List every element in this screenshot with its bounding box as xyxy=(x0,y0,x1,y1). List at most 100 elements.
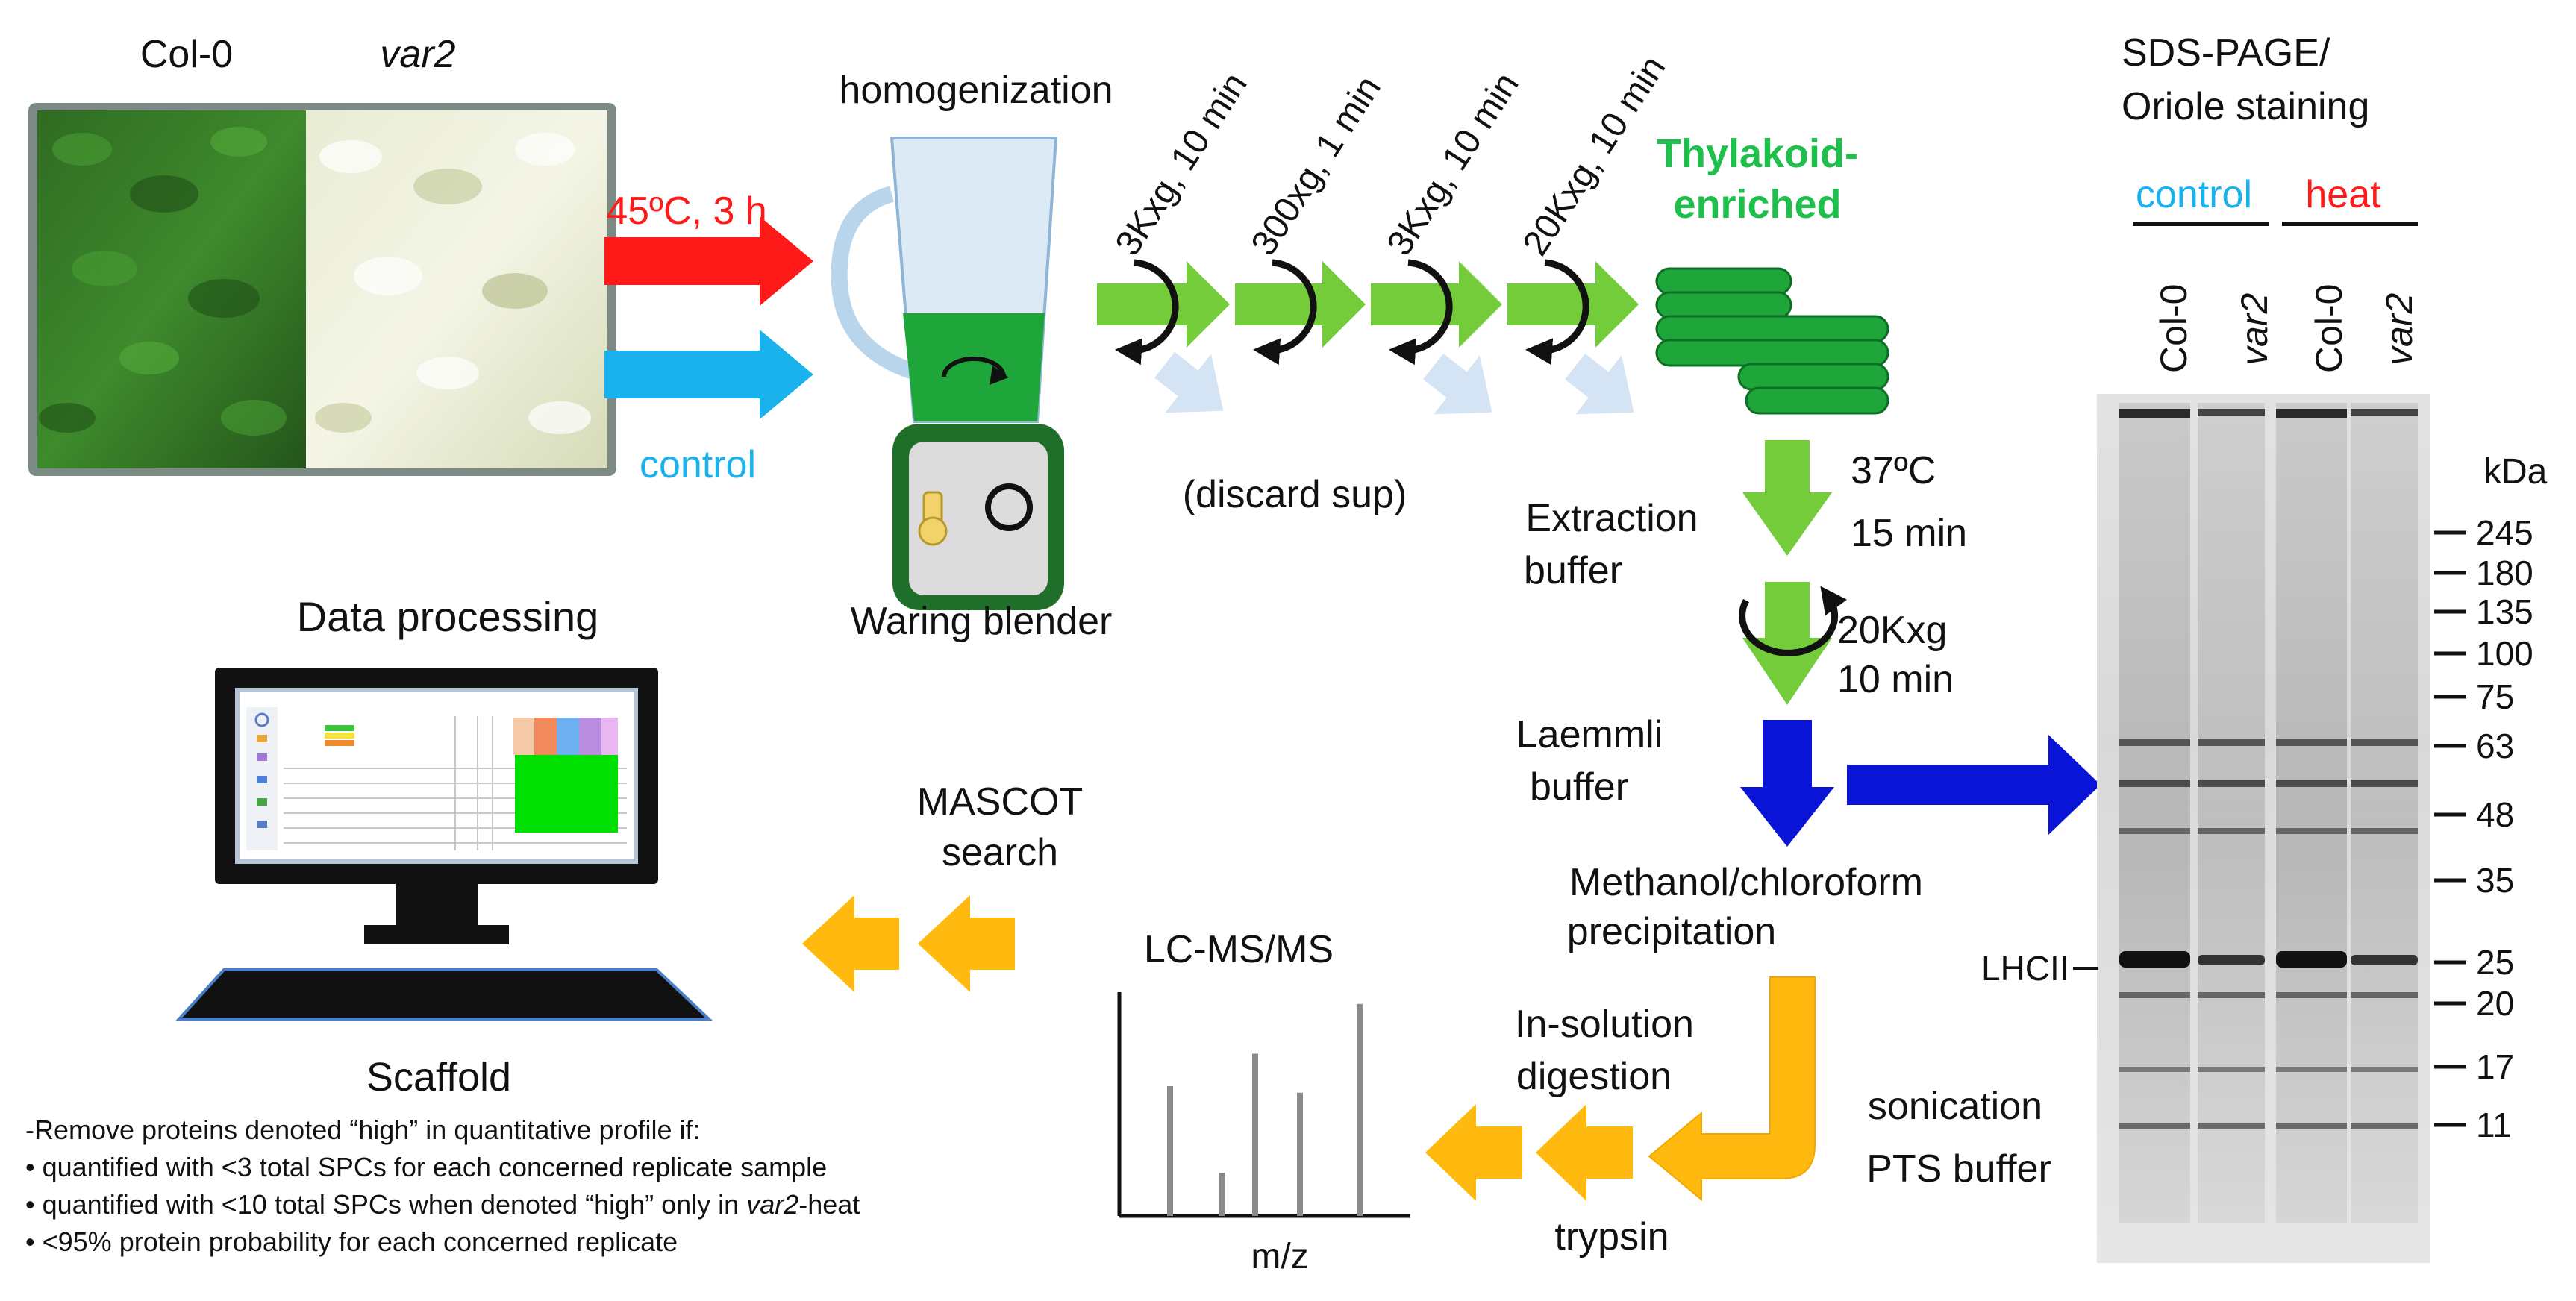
gel-group-heat: heat xyxy=(2305,173,2381,216)
marker-label-20: 20 xyxy=(2476,984,2514,1023)
mascot-arrow-2 xyxy=(802,895,899,992)
gel-lane-3 xyxy=(2276,403,2347,1223)
gel-bands xyxy=(2119,409,2418,1129)
spin-icon-2 xyxy=(1253,259,1317,366)
gel-title-line2: Oriole staining xyxy=(2122,85,2369,128)
var2-leaf-texture xyxy=(315,133,591,434)
spin-icon-5 xyxy=(1739,586,1848,656)
screen-heatmap xyxy=(515,755,618,833)
marker-label-48: 48 xyxy=(2476,795,2514,834)
lcms-peaks xyxy=(1167,1003,1363,1216)
gel-lane-4 xyxy=(2351,403,2418,1223)
spin-arrow-5 xyxy=(1742,582,1832,705)
digestion-line1: In-solution xyxy=(1515,1003,1694,1046)
col0-leaf-texture xyxy=(39,127,287,436)
gel-lane-2 xyxy=(2198,403,2265,1223)
digestion-line2: digestion xyxy=(1516,1055,1672,1098)
laemmli-to-gel-arrow xyxy=(1847,735,2101,835)
trypsin-label: trypsin xyxy=(1554,1215,1669,1258)
centrifugation-steps: 3Kxg, 10 min 300xg, 1 min 3Kxg, 10 min 2… xyxy=(1097,49,1673,516)
blender-handle xyxy=(831,186,921,381)
gel-lane-label-3: Col-0 xyxy=(2308,284,2350,373)
extraction-step: 37ºC 15 min Extraction buffer 20Kxg 10 m… xyxy=(1524,440,1967,705)
blender-panel xyxy=(909,442,1048,595)
thylakoid-stack: Thylakoid- enriched xyxy=(1655,131,1889,415)
pts-buffer-label: PTS buffer xyxy=(1866,1147,2051,1191)
spin-step-3: 3Kxg, 10 min xyxy=(1380,66,1527,263)
extraction-temp: 37ºC xyxy=(1851,449,1936,492)
marker-label-100: 100 xyxy=(2476,634,2533,673)
laemmli-label-line1: Laemmli xyxy=(1516,713,1663,756)
waring-blender: homogenization Waring blender xyxy=(831,69,1113,643)
computer: Data processing Sc xyxy=(175,593,713,1100)
thylakoid-label-line1: Thylakoid- xyxy=(1657,131,1858,176)
mascot-line2: search xyxy=(942,831,1058,874)
marker-label-75: 75 xyxy=(2476,677,2514,716)
digestion-arrow-1 xyxy=(1536,1104,1633,1201)
lcms-xlabel: m/z xyxy=(1251,1237,1308,1276)
digestion-step: In-solution digestion sonication PTS buf… xyxy=(1425,976,2051,1258)
filter-item-3: • <95% protein probability for each conc… xyxy=(25,1226,678,1257)
gel-lane-label-1: Col-0 xyxy=(2153,284,2195,373)
marker-label-11: 11 xyxy=(2476,1106,2512,1144)
spin-arrow-2 xyxy=(1235,261,1366,348)
sds-page-gel: SDS-PAGE/ Oriole staining control heat C… xyxy=(1981,31,2548,1263)
lcms-title: LC-MS/MS xyxy=(1144,928,1334,971)
laemmli-step: Laemmli buffer xyxy=(1516,713,2101,847)
digestion-bend-arrow xyxy=(1648,976,1816,1202)
spin-icon-4 xyxy=(1525,259,1589,366)
filter-item-1: • quantified with <3 total SPCs for each… xyxy=(25,1152,828,1182)
spin-arrow-4 xyxy=(1507,261,1639,348)
marker-label-245: 245 xyxy=(2476,513,2533,552)
extraction-time: 15 min xyxy=(1851,512,1967,555)
spin-step-1: 3Kxg, 10 min xyxy=(1108,66,1255,263)
control-condition-label: control xyxy=(640,443,756,486)
monitor-stand xyxy=(396,884,478,925)
spin-arrow-3 xyxy=(1371,261,1502,348)
discard-arrow-3 xyxy=(1565,353,1634,415)
lcms-spectrum: LC-MS/MS m/z xyxy=(1117,928,1410,1276)
mascot-arrow-1 xyxy=(918,895,1015,992)
spin-arrow-1 xyxy=(1097,261,1230,348)
col0-label: Col-0 xyxy=(140,33,233,76)
marker-label-180: 180 xyxy=(2476,554,2533,592)
keyboard xyxy=(175,968,713,1021)
gel-lane-1 xyxy=(2119,403,2190,1223)
filter-item-2: • quantified with <10 total SPCs when de… xyxy=(25,1189,860,1220)
blender-dial-icon xyxy=(985,483,1033,531)
extraction-spin-force: 20Kxg xyxy=(1837,609,1947,652)
blender-content xyxy=(903,313,1045,421)
laemmli-label-line2: buffer xyxy=(1530,765,1628,809)
scaffold-caption: Scaffold xyxy=(366,1055,511,1100)
gel-group-control: control xyxy=(2136,173,2252,216)
filter-heading: -Remove proteins denoted “high” in quant… xyxy=(25,1115,701,1145)
precipitation-line1: Methanol/chloroform xyxy=(1569,861,1923,904)
extraction-buffer-line2: buffer xyxy=(1524,549,1622,592)
thylakoid-label-line2: enriched xyxy=(1673,182,1841,227)
filter-criteria: -Remove proteins denoted “high” in quant… xyxy=(25,1112,860,1261)
marker-label-63: 63 xyxy=(2476,727,2514,765)
laemmli-down-arrow xyxy=(1740,720,1834,847)
marker-label-25: 25 xyxy=(2476,943,2514,982)
blender-rotation-icon xyxy=(942,357,1006,377)
mascot-line1: MASCOT xyxy=(917,780,1083,824)
marker-label-17: 17 xyxy=(2476,1047,2514,1086)
gel-title-line1: SDS-PAGE/ xyxy=(2122,31,2330,75)
discard-sup-label: (discard sup) xyxy=(1183,473,1407,516)
precipitation-line2: precipitation xyxy=(1567,910,1776,953)
discard-arrow-1 xyxy=(1154,351,1224,413)
marker-label-35: 35 xyxy=(2476,861,2514,900)
discard-arrow-2 xyxy=(1423,353,1492,415)
spin-step-4: 20Kxg, 10 min xyxy=(1516,49,1674,263)
digestion-arrow-2 xyxy=(1425,1104,1522,1201)
marker-label-135: 135 xyxy=(2476,592,2533,631)
heat-condition-label: 45ºC, 3 h xyxy=(606,189,767,233)
plant-photo: Col-0 var2 xyxy=(28,33,616,476)
spin-icon-3 xyxy=(1389,259,1453,366)
extraction-spin-time: 10 min xyxy=(1837,658,1954,701)
spin-step-2: 300xg, 1 min xyxy=(1244,69,1389,263)
extraction-buffer-line1: Extraction xyxy=(1525,497,1698,540)
control-arrow xyxy=(604,330,813,419)
